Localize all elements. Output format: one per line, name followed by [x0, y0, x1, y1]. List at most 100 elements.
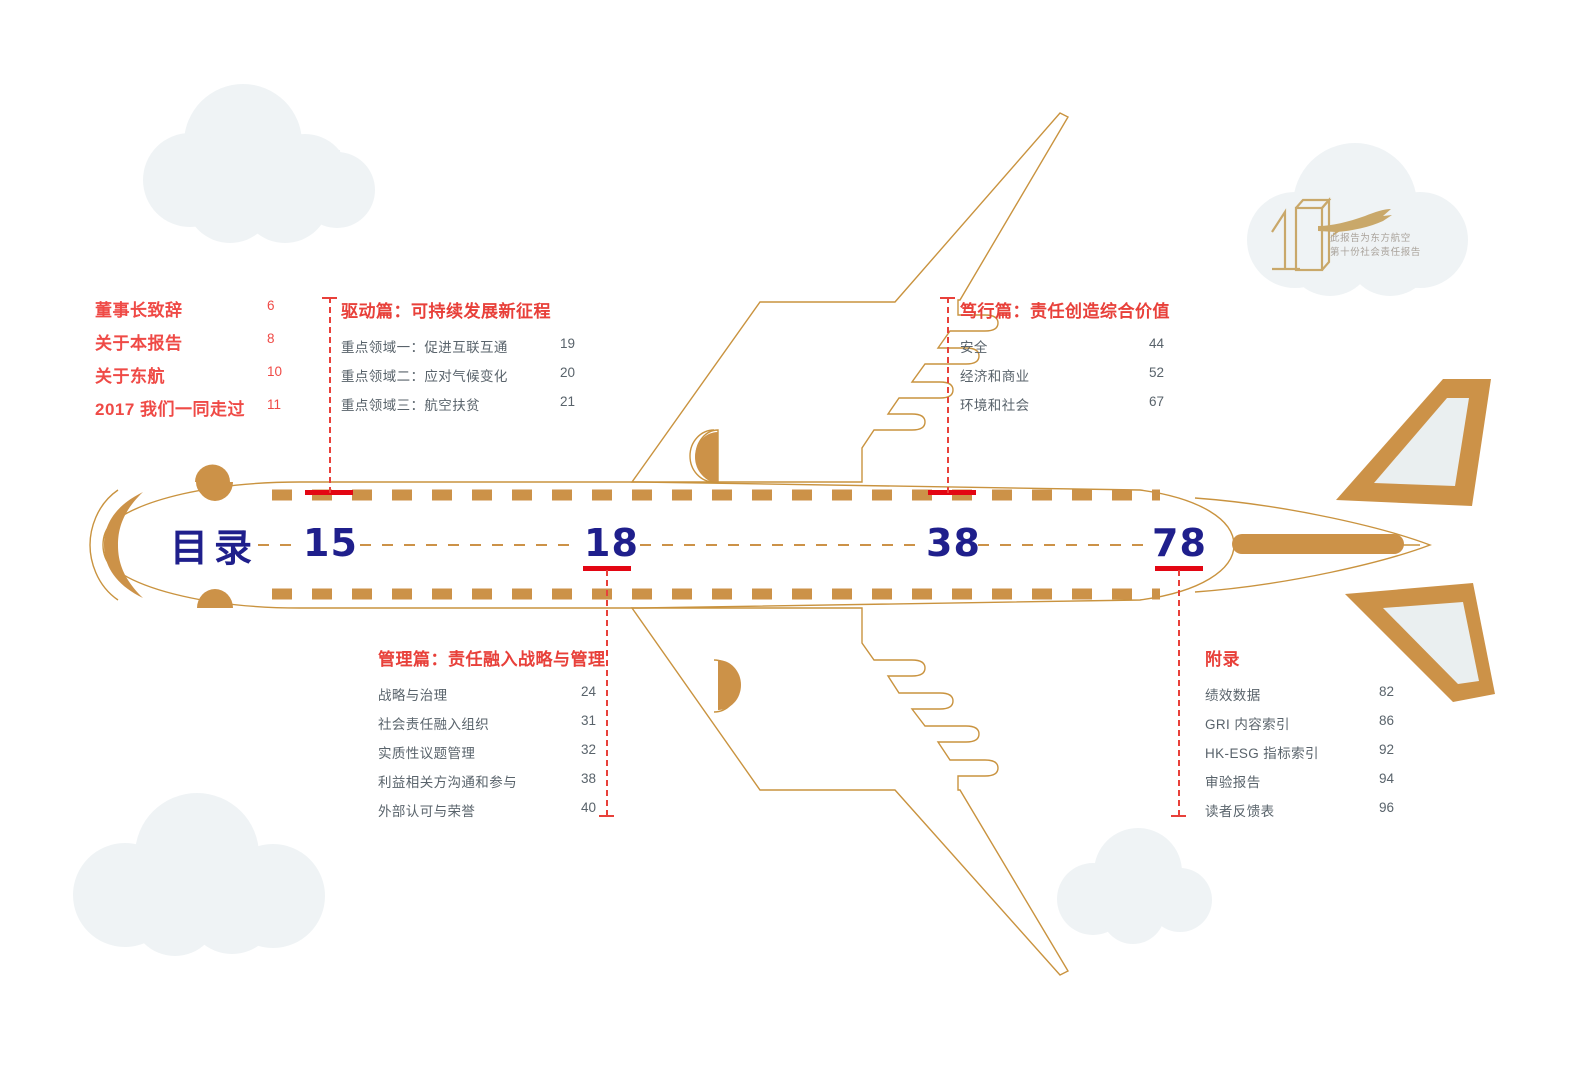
intro-item-label: 关于本报告	[95, 334, 183, 353]
section-drive-title: 驱动篇：可持续发展新征程	[341, 302, 551, 321]
connector-cap-drive	[322, 297, 337, 299]
section-practice: 笃行篇：责任创造综合价值 安全 44 经济和商业 52 环境和社会 67	[960, 297, 1180, 423]
item-label: 审验报告	[1205, 775, 1261, 790]
page-title: 目录	[170, 528, 259, 570]
item-label: 利益相关方沟通和参与	[378, 775, 517, 790]
marker-bar-38	[928, 490, 976, 495]
cockpit-windows	[195, 464, 232, 499]
fuselage-marker-38[interactable]: 38	[926, 521, 981, 565]
numeral-10-icon	[1271, 197, 1332, 272]
item-page: 31	[580, 713, 596, 728]
badge-caption-line1: 此报告为东方航空	[1330, 233, 1411, 244]
connector-line-practice	[947, 297, 949, 493]
fuselage-marker-15[interactable]: 15	[303, 521, 358, 565]
section-management-title: 管理篇：责任融入战略与管理	[378, 650, 606, 669]
tail-fin-upper	[1336, 379, 1491, 506]
intro-item[interactable]: 关于东航 10	[95, 362, 325, 395]
section-practice-item[interactable]: 环境和社会 67	[960, 394, 1180, 423]
item-label: 绩效数据	[1205, 688, 1261, 703]
item-page: 24	[580, 684, 596, 699]
intro-item-label: 关于东航	[95, 367, 165, 386]
section-drive: 驱动篇：可持续发展新征程 重点领域一：促进互联互通 19 重点领域二：应对气候变…	[341, 297, 581, 423]
section-management: 管理篇：责任融入战略与管理 战略与治理 24 社会责任融入组织 31 实质性议题…	[378, 645, 628, 829]
item-page: 82	[1378, 684, 1394, 699]
section-drive-item[interactable]: 重点领域三：航空扶贫 21	[341, 394, 581, 423]
item-label: 安全	[960, 340, 988, 355]
connector-cap-management	[599, 815, 614, 817]
tail-fin-upper-inner	[1374, 398, 1469, 486]
intro-item-label: 董事长致辞	[95, 301, 183, 320]
item-label: 战略与治理	[378, 688, 448, 703]
item-page: 40	[580, 800, 596, 815]
item-page: 19	[559, 336, 575, 351]
section-appendix-item[interactable]: 读者反馈表 96	[1205, 800, 1405, 829]
item-page: 67	[1148, 394, 1164, 409]
section-practice-item[interactable]: 经济和商业 52	[960, 365, 1180, 394]
item-page: 21	[559, 394, 575, 409]
section-appendix-item[interactable]: 绩效数据 82	[1205, 684, 1405, 713]
nose-crescent	[104, 492, 143, 598]
section-appendix-title: 附录	[1205, 650, 1240, 669]
item-label: 读者反馈表	[1205, 804, 1275, 819]
item-page: 94	[1378, 771, 1394, 786]
section-practice-title: 笃行篇：责任创造综合价值	[960, 302, 1170, 321]
intro-item-page: 10	[267, 364, 283, 379]
airplane-body	[89, 112, 1432, 976]
section-management-item[interactable]: 实质性议题管理 32	[378, 742, 628, 771]
item-label: 环境和社会	[960, 398, 1030, 413]
section-appendix-item[interactable]: HK-ESG 指标索引 92	[1205, 742, 1405, 771]
marker-bar-78	[1155, 566, 1203, 571]
marker-bar-18	[583, 566, 631, 571]
section-appendix: 附录 绩效数据 82 GRI 内容索引 86 HK-ESG 指标索引 92 审验…	[1205, 645, 1405, 829]
cloud-bottom-left	[73, 793, 325, 956]
item-page: 44	[1148, 336, 1164, 351]
section-management-item[interactable]: 利益相关方沟通和参与 38	[378, 771, 628, 800]
section-management-item[interactable]: 社会责任融入组织 31	[378, 713, 628, 742]
intro-item[interactable]: 董事长致辞 6	[95, 296, 325, 329]
section-appendix-item[interactable]: 审验报告 94	[1205, 771, 1405, 800]
tail-bar	[1232, 534, 1404, 554]
intro-list: 董事长致辞 6 关于本报告 8 关于东航 10 2017 我们一同走过 11	[95, 296, 325, 428]
connector-line-appendix	[1178, 570, 1180, 816]
item-label: 外部认可与荣誉	[378, 804, 476, 819]
section-drive-item[interactable]: 重点领域一：促进互联互通 19	[341, 336, 581, 365]
intro-item-page: 11	[267, 397, 282, 412]
intro-item-page: 6	[267, 298, 275, 313]
section-drive-item[interactable]: 重点领域二：应对气候变化 20	[341, 365, 581, 394]
cloud-top-right	[1247, 143, 1468, 296]
fuselage-marker-18[interactable]: 18	[584, 521, 639, 565]
item-label: 实质性议题管理	[378, 746, 476, 761]
intro-item[interactable]: 关于本报告 8	[95, 329, 325, 362]
item-page: 38	[580, 771, 596, 786]
fuselage-marker-78[interactable]: 78	[1152, 521, 1207, 565]
cloud-bottom-right	[1057, 828, 1212, 944]
item-label: 重点领域三：航空扶贫	[341, 398, 480, 413]
item-page: 32	[580, 742, 596, 757]
item-label: 社会责任融入组织	[378, 717, 490, 732]
badge-caption-line2: 第十份社会责任报告	[1330, 247, 1421, 258]
connector-line-management	[606, 570, 608, 816]
connector-cap-practice	[940, 297, 955, 299]
item-label: HK-ESG 指标索引	[1205, 746, 1319, 761]
item-label: 经济和商业	[960, 369, 1030, 384]
item-page: 96	[1378, 800, 1394, 815]
badge-caption: 此报告为东方航空 第十份社会责任报告	[1330, 232, 1421, 260]
section-management-item[interactable]: 外部认可与荣誉 40	[378, 800, 628, 829]
cloud-top-left	[143, 84, 375, 243]
item-label: 重点领域二：应对气候变化	[341, 369, 508, 384]
intro-item[interactable]: 2017 我们一同走过 11	[95, 395, 325, 428]
engine-nacelles	[695, 432, 741, 710]
connector-line-drive	[329, 297, 331, 493]
intro-item-label: 2017 我们一同走过	[95, 400, 246, 419]
item-label: GRI 内容索引	[1205, 717, 1290, 732]
item-page: 92	[1378, 742, 1394, 757]
section-appendix-item[interactable]: GRI 内容索引 86	[1205, 713, 1405, 742]
section-management-item[interactable]: 战略与治理 24	[378, 684, 628, 713]
item-page: 86	[1378, 713, 1394, 728]
intro-item-page: 8	[267, 331, 275, 346]
section-practice-item[interactable]: 安全 44	[960, 336, 1180, 365]
connector-cap-appendix	[1171, 815, 1186, 817]
item-page: 20	[559, 365, 575, 380]
item-page: 52	[1148, 365, 1164, 380]
